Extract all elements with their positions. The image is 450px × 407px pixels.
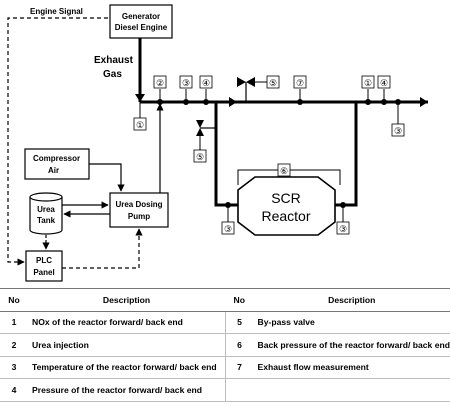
legend-no: 3	[0, 356, 28, 379]
svg-text:Urea Dosing: Urea Dosing	[115, 200, 162, 209]
exhaust-outlet-arrow	[420, 97, 428, 107]
marker-6: ⑥	[277, 163, 291, 177]
svg-text:①: ①	[364, 78, 372, 88]
exhaust-label-line1: Exhaust	[94, 55, 134, 66]
legend-row: 1 NOx of the reactor forward/ back end 5…	[0, 311, 450, 334]
svg-text:①: ①	[136, 120, 144, 130]
legend-description: NOx of the reactor forward/ back end	[28, 311, 225, 334]
legend-table: No Description No Description 1 NOx of t…	[0, 288, 450, 402]
legend-header-no: No	[225, 288, 254, 312]
marker-4-downstream: ④	[377, 75, 391, 89]
legend-no: 1	[0, 311, 28, 334]
legend-description: Back pressure of the reactor forward/ ba…	[253, 333, 450, 357]
legend-row: 2 Urea injection 6 Back pressure of the …	[0, 333, 450, 357]
bypass-flow-arrow	[229, 97, 237, 107]
legend-description: Exhaust flow measurement	[253, 356, 450, 379]
legend-no: 2	[0, 333, 28, 357]
svg-text:⑤: ⑤	[196, 152, 204, 162]
plc-panel-box: PLC Panel	[25, 250, 63, 282]
svg-text:②: ②	[156, 78, 164, 88]
legend-header-no: No	[0, 288, 28, 312]
engine-signal-line	[7, 17, 108, 266]
legend-no	[224, 378, 254, 402]
reactor-outlet-pipe	[330, 102, 358, 207]
svg-text:Panel: Panel	[33, 268, 54, 277]
exhaust-label-line2: Gas	[103, 69, 122, 80]
urea-dosing-pump-box: Urea Dosing Pump	[109, 192, 169, 228]
legend-no: 5	[224, 311, 254, 334]
urea-tank: Urea Tank	[29, 192, 63, 235]
marker-3-upstream: ③	[179, 75, 193, 89]
marker-3-reactor-outlet: ③	[336, 221, 350, 235]
reactor-label-line1: SCR	[271, 190, 301, 206]
legend-row: 4 Pressure of the reactor forward/ back …	[0, 378, 450, 402]
legend-description: Urea injection	[28, 333, 225, 357]
scr-system-diagram: Engine Signal Generator Diesel Engine Ex…	[7, 4, 428, 282]
svg-text:⑥: ⑥	[280, 166, 288, 176]
marker-5-top: ⑤	[255, 75, 280, 89]
svg-text:③: ③	[182, 78, 190, 88]
marker-5-bypass: ⑤	[193, 149, 207, 163]
generator-label-line1: Generator	[122, 12, 160, 21]
legend-description: By-pass valve	[253, 311, 450, 334]
legend-header-description: Description	[28, 288, 225, 312]
svg-text:③: ③	[394, 126, 402, 136]
marker-1-downstream: ①	[361, 75, 375, 89]
svg-text:③: ③	[339, 224, 347, 234]
legend-description	[253, 378, 450, 402]
svg-text:③: ③	[224, 224, 232, 234]
engine-signal-label: Engine Signal	[30, 7, 83, 16]
svg-text:④: ④	[202, 78, 210, 88]
generator-label-line2: Diesel Engine	[115, 23, 168, 32]
legend-header-description: Description	[253, 288, 450, 312]
legend-no: 6	[224, 333, 254, 357]
svg-text:Pump: Pump	[128, 212, 150, 221]
plc-pump-signal-line	[62, 228, 143, 269]
compressor-to-pump-line	[89, 163, 125, 192]
marker-4-upstream: ④	[199, 75, 213, 89]
svg-text:⑦: ⑦	[296, 78, 304, 88]
svg-text:Air: Air	[48, 166, 59, 175]
marker-2: ②	[153, 75, 167, 89]
reactor-inlet-valve	[196, 120, 216, 136]
reactor-label-line2: Reactor	[261, 208, 310, 224]
marker-1-upstream: ①	[133, 117, 147, 131]
legend-row: 3 Temperature of the reactor forward/ ba…	[0, 356, 450, 379]
legend-no: 7	[224, 356, 254, 379]
marker-7: ⑦	[293, 75, 307, 89]
svg-text:Compressor: Compressor	[33, 154, 80, 163]
legend-description: Temperature of the reactor forward/ back…	[28, 356, 225, 379]
exhaust-flow-arrow-down	[135, 94, 145, 102]
svg-text:Tank: Tank	[37, 216, 56, 225]
legend-header-row: No Description No Description	[0, 288, 450, 312]
marker-3-reactor-inlet: ③	[221, 221, 235, 235]
svg-text:PLC: PLC	[36, 256, 52, 265]
compressor-air-box: Compressor Air	[24, 148, 90, 180]
generator-diesel-engine-box: Generator Diesel Engine	[109, 4, 173, 39]
marker-3-downstream: ③	[391, 123, 405, 137]
svg-text:Urea: Urea	[37, 205, 55, 214]
reactor-inlet-pipe	[214, 102, 238, 207]
svg-text:④: ④	[380, 78, 388, 88]
bypass-valve-top	[237, 77, 255, 102]
scr-reactor: SCR Reactor	[237, 176, 336, 236]
svg-text:⑤: ⑤	[269, 78, 277, 88]
legend-description: Pressure of the reactor forward/ back en…	[28, 378, 225, 402]
legend-no: 4	[0, 378, 28, 402]
